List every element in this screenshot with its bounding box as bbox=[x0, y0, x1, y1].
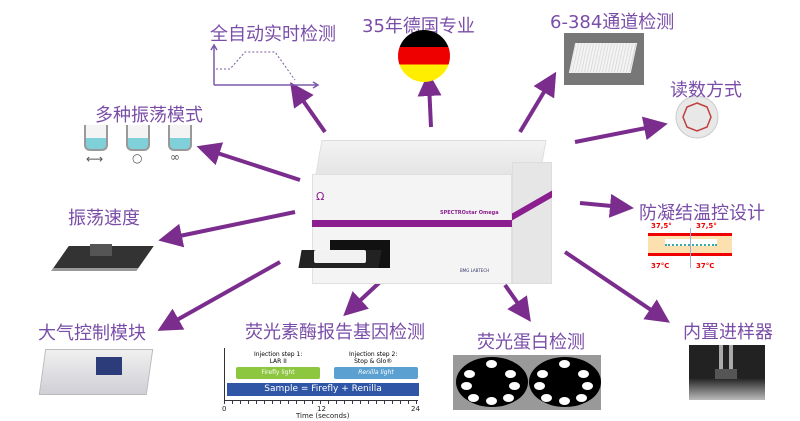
label-shake-speed: 振荡速度 bbox=[68, 208, 140, 229]
arrow-readmode bbox=[574, 116, 668, 144]
instrument-image: Ω SPECTROstar Omega BMG LABTECH bbox=[298, 132, 560, 284]
label-german: 35年德国专业 bbox=[362, 16, 475, 37]
read-mode-icon bbox=[675, 95, 719, 139]
arrow-german bbox=[417, 72, 442, 128]
arrow-fluor bbox=[503, 283, 531, 322]
atmosphere-module-image bbox=[38, 343, 156, 401]
arrow-channels bbox=[518, 71, 557, 134]
maker-logo: BMG LABTECH bbox=[460, 268, 490, 273]
omega-logo: Ω bbox=[316, 190, 325, 203]
instrument-name: SPECTROstar Omega bbox=[440, 210, 499, 216]
sample-bar: Sample = Firefly + Renilla bbox=[227, 383, 419, 396]
microplate-image bbox=[564, 33, 644, 85]
arrow-atmos bbox=[157, 260, 281, 331]
arrow-injector bbox=[563, 250, 670, 323]
arrow-speed bbox=[158, 210, 296, 248]
label-shake-modes: 多种振荡模式 bbox=[95, 105, 203, 126]
label-read-mode: 读数方式 bbox=[670, 80, 742, 101]
injector-image bbox=[689, 345, 765, 400]
injection-step-1: Injection step 1: LAR II bbox=[254, 351, 303, 365]
shaker-platform-image bbox=[51, 236, 154, 278]
label-anti-condensation: 防凝结温控设计 bbox=[639, 203, 765, 224]
arrow-lucif bbox=[343, 280, 382, 317]
arrow-auto bbox=[290, 82, 327, 134]
german-flag-icon bbox=[398, 30, 450, 82]
fluorescence-filter-wheels bbox=[453, 355, 601, 410]
temperature-diagram: 37,5° 37,5° 37°C 37°C bbox=[648, 222, 738, 274]
luciferase-chart: Injection step 1: LAR II Injection step … bbox=[222, 348, 420, 421]
label-auto-realtime: 全自动实时检测 bbox=[210, 24, 336, 45]
label-fluorescent-protein: 荧光蛋白检测 bbox=[477, 332, 585, 353]
firefly-bar: Firefly light bbox=[236, 367, 320, 379]
arrow-temp bbox=[579, 193, 634, 218]
renilla-bar: Renilla light bbox=[334, 367, 418, 379]
label-luciferase: 荧光素酶报告基因检测 bbox=[245, 322, 425, 343]
realtime-curve-icon bbox=[210, 43, 320, 89]
label-atmosphere: 大气控制模块 bbox=[38, 323, 146, 344]
label-injector: 内置进样器 bbox=[683, 322, 773, 343]
arrow-shake bbox=[196, 142, 301, 182]
label-channels: 6-384通道检测 bbox=[550, 12, 675, 33]
injection-step-2: Injection step 2: Stop & Glo® bbox=[349, 351, 398, 365]
